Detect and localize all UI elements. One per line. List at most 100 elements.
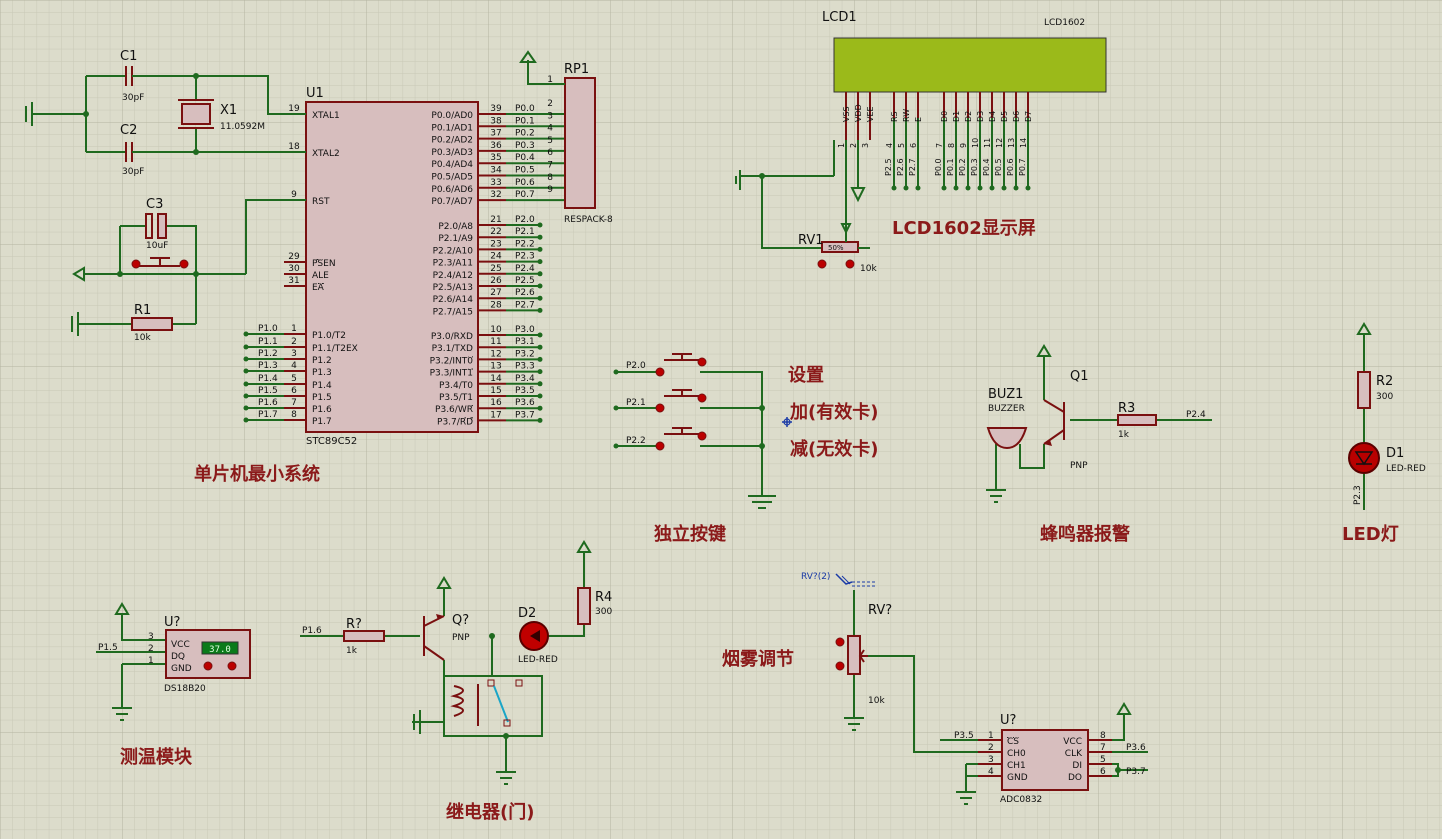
- temp-pin-gnd: GND: [171, 664, 192, 674]
- rp1-pin-num: 1: [547, 75, 553, 85]
- mcu-pin-name: P3.7/RD: [437, 417, 473, 427]
- adc-pin-num: 2: [988, 743, 994, 753]
- mcu-pin-num: 1: [291, 324, 297, 334]
- r2-value: 300: [1376, 392, 1393, 402]
- lcd-pin-name: E: [914, 117, 923, 122]
- temp-module[interactable]: 37.0 U? DS18B20 P1.5 VCC DQ GND 3 2 1: [96, 602, 251, 721]
- adc-pin-name: CH0: [1007, 749, 1026, 759]
- mcu-net-label: P3.1: [515, 337, 535, 347]
- c1-value: 30pF: [122, 93, 144, 103]
- temp-pin-vcc: VCC: [171, 640, 190, 650]
- r4-ref: R4: [595, 590, 612, 605]
- lcd-pin-name: VSS: [842, 106, 851, 122]
- mcu-net-label: P2.1: [515, 227, 535, 237]
- mcu-pin-name: P3.5/T1: [439, 393, 473, 403]
- d1-ref: D1: [1386, 446, 1404, 461]
- rp1-pin-num: 3: [547, 111, 553, 121]
- temp-pin-dq: DQ: [171, 652, 185, 662]
- mcu-pin-num: 15: [490, 386, 501, 396]
- temp-part: DS18B20: [164, 684, 206, 694]
- mcu-pin-num: 31: [288, 276, 299, 286]
- mcu-u1[interactable]: U1 STC89C52 19XTAL118XTAL29RST29PSEN30AL…: [243, 86, 566, 447]
- x1-label: X1: [220, 103, 237, 118]
- lcd-pin-name: RS: [890, 111, 899, 122]
- rp1-pin-num: 2: [547, 99, 553, 109]
- mcu-net-label: P3.0: [515, 325, 535, 335]
- mcu-pin-name: P3.3/INT1: [430, 369, 473, 379]
- adc-pin-name: VCC: [1063, 737, 1082, 747]
- rp1-pin-num: 9: [547, 185, 553, 195]
- temp-reading: 37.0: [209, 645, 231, 655]
- lcd-pin-num: 14: [1019, 138, 1028, 148]
- r3-ref: R3: [1118, 401, 1135, 416]
- rv1-value: 10k: [860, 264, 877, 274]
- mcu-pin-num: 21: [490, 215, 501, 225]
- mcu-net-label: P1.4: [258, 374, 278, 384]
- d2-ref: D2: [518, 606, 536, 621]
- mcu-pin-num: 13: [490, 362, 501, 372]
- mcu-net-label: P1.6: [258, 398, 278, 408]
- temp-num-3: 3: [148, 632, 154, 642]
- mcu-pin-num: 23: [490, 239, 501, 249]
- lcd-pin-num: 5: [897, 143, 906, 148]
- relay-r-value: 1k: [346, 646, 358, 656]
- key-label-sub: 减(无效卡): [790, 438, 878, 460]
- r3-value: 1k: [1118, 430, 1130, 440]
- mcu-pin-num: 33: [490, 178, 501, 188]
- mcu-pin-name: P2.0/A8: [438, 222, 473, 232]
- title-led: LED灯: [1342, 524, 1399, 545]
- mcu-pin-name: EA: [312, 283, 325, 293]
- key3-net: P2.2: [626, 436, 646, 446]
- r1-label: R1: [134, 303, 151, 318]
- relay-q-ref: Q?: [452, 613, 469, 628]
- mcu-net-label: P3.6: [515, 398, 535, 408]
- mcu-pin-num: 22: [490, 227, 501, 237]
- mcu-pin-name: P2.6/A14: [433, 295, 474, 305]
- r2-ref: R2: [1376, 374, 1393, 389]
- mcu-pin-num: 36: [490, 141, 502, 151]
- key1-net: P2.0: [626, 361, 646, 371]
- lcd-pin-name: D3: [976, 111, 985, 122]
- mcu-pin-num: 4: [291, 361, 297, 371]
- mcu-pin-name: P1.4: [312, 381, 332, 391]
- d2-part: LED-RED: [518, 655, 558, 665]
- mcu-part: STC89C52: [306, 436, 357, 447]
- adc-pin-num: 1: [988, 731, 994, 741]
- relay-circuit: P1.6 R? 1k Q? PNP D2 LED-RED R4 300: [300, 540, 612, 785]
- mcu-net-label: P0.6: [515, 178, 535, 188]
- rp1-part: RESPACK-8: [564, 215, 613, 225]
- lcd-net-label: P0.3: [970, 158, 979, 176]
- adc-pin-name: CLK: [1065, 749, 1083, 759]
- mcu-pin-num: 14: [490, 374, 502, 384]
- rp1-pin-num: 5: [547, 136, 553, 146]
- mcu-net-label: P0.7: [515, 190, 535, 200]
- buzzer-part: BUZZER: [988, 404, 1025, 414]
- lcd-net-label: P0.5: [994, 158, 1003, 176]
- oscillator-circuit: C1 30pF C2 30pF X1 11.0592M C3 10uF R1 1…: [25, 49, 306, 343]
- mcu-net-label: P3.4: [515, 374, 535, 384]
- mcu-pin-name: P3.6/WR: [435, 405, 473, 415]
- mcu-pin-name: P2.7/A15: [433, 307, 473, 317]
- mcu-pin-name: P1.7: [312, 417, 332, 427]
- r1-value: 10k: [134, 333, 151, 343]
- mcu-net-label: P3.5: [515, 386, 535, 396]
- mcu-pin-num: 28: [490, 300, 502, 310]
- rp1-pin-num: 6: [547, 148, 553, 158]
- adc-pin-num: 6: [1100, 767, 1106, 777]
- mcu-pin-name: P2.4/A12: [433, 271, 473, 281]
- lcd-net-label: P2.5: [884, 158, 893, 176]
- mcu-left-pins: 19XTAL118XTAL29RST29PSEN30ALE31EA1P1.0/T…: [243, 104, 358, 427]
- lcd-module[interactable]: LCD1 LCD1602 VSS1VDD2VEE3RS4P2.5RW5P2.6E…: [735, 10, 1107, 274]
- rp1-ref: RP1: [564, 62, 589, 77]
- mcu-net-label: P0.5: [515, 166, 535, 176]
- q1-type: PNP: [1070, 461, 1088, 471]
- rv1-percent: 50%: [828, 244, 844, 252]
- mcu-pin-num: 16: [490, 398, 502, 408]
- mcu-net-label: P2.3: [515, 252, 535, 262]
- adc-module[interactable]: U? ADC0832 1CSP3.52CH03CH14GND8VCC7CLKP3…: [940, 702, 1148, 805]
- adc-net-label: P3.5: [954, 731, 974, 741]
- mcu-pin-num: 25: [490, 264, 501, 274]
